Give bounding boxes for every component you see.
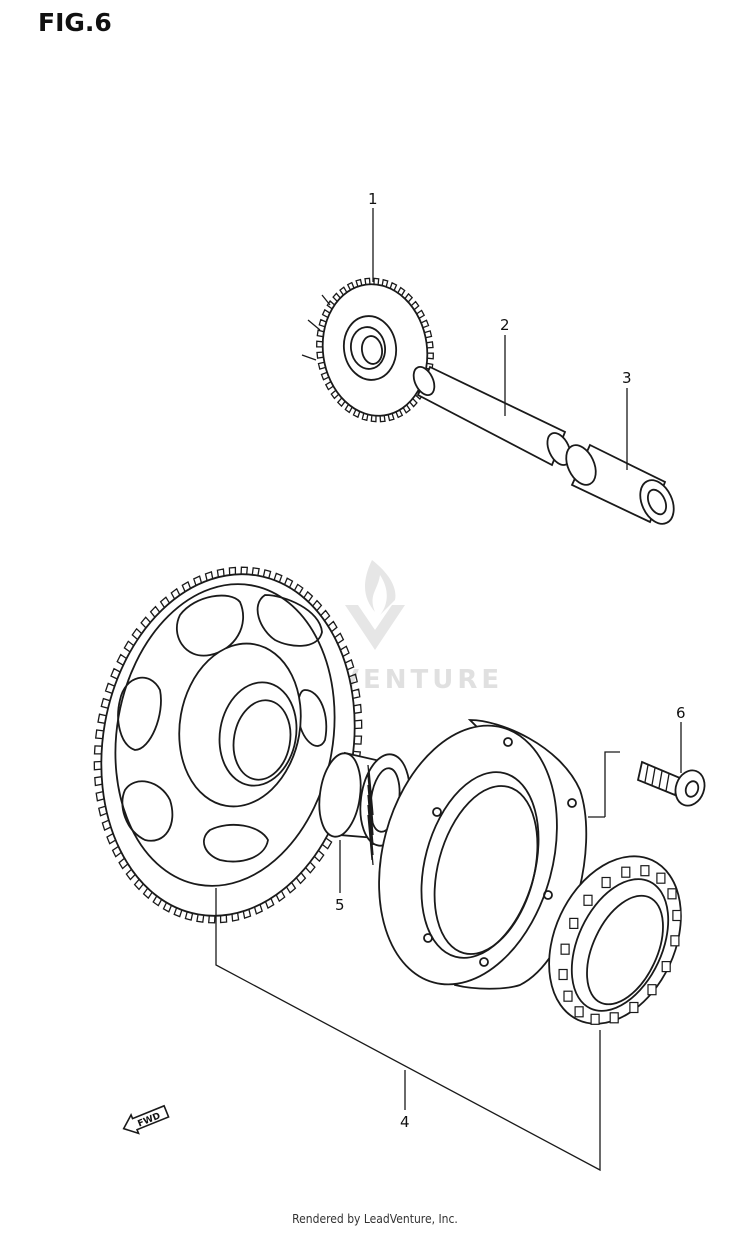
callout-1: 1	[368, 190, 378, 208]
callout-3: 3	[622, 369, 632, 387]
roller-block	[640, 865, 650, 877]
part-6-bolt[interactable]	[636, 760, 709, 810]
roller-block	[672, 909, 682, 922]
callout-6: 6	[676, 704, 686, 722]
roller-block	[670, 935, 680, 947]
part-4-starter-driven-gear[interactable]	[75, 554, 381, 936]
roller-block	[629, 1001, 639, 1014]
roller-block	[647, 984, 657, 996]
roller-block	[667, 888, 677, 900]
one-way-clutch-housing[interactable]	[352, 705, 588, 1004]
roller-block	[609, 1012, 619, 1024]
callout-4: 4	[400, 1113, 410, 1131]
roller-block	[656, 872, 666, 884]
roller-block	[574, 1006, 584, 1018]
roller-block	[583, 894, 593, 906]
roller-block	[558, 968, 568, 981]
roller-block	[563, 990, 573, 1002]
one-way-clutch-roller[interactable]	[523, 835, 706, 1045]
fwd-arrow-icon: FWD	[122, 1104, 170, 1135]
callout-2: 2	[500, 316, 510, 334]
callout-5: 5	[335, 896, 345, 914]
leader-lines	[215, 208, 682, 1172]
roller-block	[560, 943, 570, 955]
roller-block	[590, 1013, 600, 1025]
footer-credit: Rendered by LeadVenture, Inc.	[292, 1212, 458, 1226]
part-3-bushing[interactable]	[560, 440, 680, 529]
part-2-shaft[interactable]	[410, 364, 576, 469]
roller-block	[569, 917, 579, 930]
fwd-label: FWD	[136, 1111, 162, 1129]
roller-block	[621, 866, 631, 878]
roller-block	[661, 960, 671, 973]
part-1-gear[interactable]	[301, 277, 436, 423]
figure-title: FIG.6	[38, 8, 112, 37]
roller-block	[601, 876, 611, 889]
